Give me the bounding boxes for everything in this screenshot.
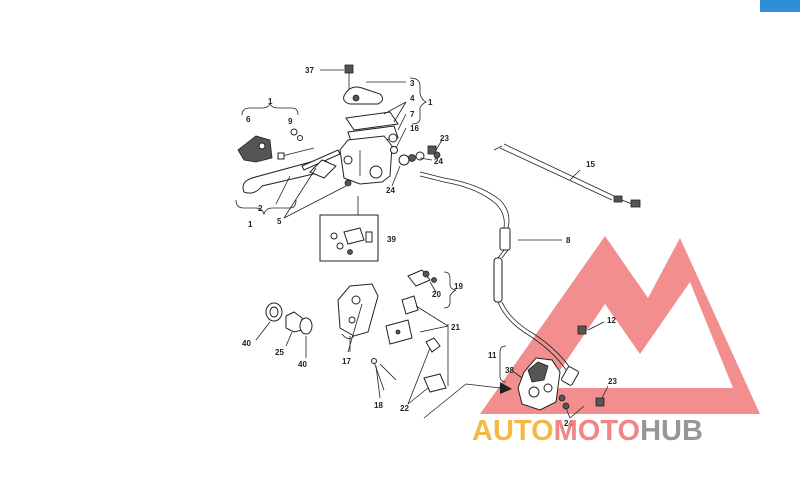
callout-1-top: 1 xyxy=(428,98,433,107)
repair-kit-box xyxy=(319,196,379,262)
brake-caliper xyxy=(423,325,605,419)
callout-24-top: 24 xyxy=(434,157,443,166)
lever-assembly xyxy=(235,103,341,216)
callout-39: 39 xyxy=(387,235,396,244)
watermark-hub: HUB xyxy=(640,415,703,447)
corner-menu-button[interactable] xyxy=(760,0,800,12)
callout-25: 25 xyxy=(275,348,284,357)
svg-text:AUTOMOTOHUB: AUTOMOTOHUB xyxy=(472,415,703,447)
callout-1-left: 1 xyxy=(268,97,273,106)
callout-21: 21 xyxy=(451,323,460,332)
switch-wire xyxy=(493,143,641,208)
callout-3: 3 xyxy=(410,79,415,88)
callout-2: 2 xyxy=(258,204,263,213)
callout-18: 18 xyxy=(374,401,383,410)
caliper-bracket xyxy=(337,283,379,339)
callout-4: 4 xyxy=(410,94,415,103)
callout-5: 5 xyxy=(277,217,282,226)
callout-23-bottom: 23 xyxy=(608,377,617,386)
callout-8: 8 xyxy=(566,236,571,245)
callout-37: 37 xyxy=(305,66,314,75)
banjo-fittings xyxy=(398,145,441,166)
callout-12: 12 xyxy=(607,316,616,325)
callout-24-mid: 24 xyxy=(386,186,395,195)
callout-24-bottom: 24 xyxy=(564,419,573,428)
callout-7: 7 xyxy=(410,110,415,119)
callout-11: 11 xyxy=(488,351,497,360)
master-cylinder xyxy=(320,64,399,187)
callout-20: 20 xyxy=(432,290,441,299)
callout-38: 38 xyxy=(505,366,514,375)
callout-40-right: 40 xyxy=(298,360,307,369)
piston-parts xyxy=(265,302,313,335)
pad-spring-parts xyxy=(407,269,457,309)
callout-6: 6 xyxy=(246,115,251,124)
callout-17: 17 xyxy=(342,357,351,366)
callout-19: 19 xyxy=(454,282,463,291)
pins xyxy=(371,324,449,393)
callout-15: 15 xyxy=(586,160,595,169)
watermark-moto: MOTO xyxy=(554,415,640,447)
callout-labels: 37 3 4 1 1 6 9 7 16 23 24 24 15 2 5 1 39… xyxy=(242,66,617,428)
callout-16: 16 xyxy=(410,124,419,133)
leader-lines xyxy=(255,77,609,419)
brake-pads xyxy=(385,295,419,345)
watermark-auto: AUTO xyxy=(472,415,554,447)
callout-23-top: 23 xyxy=(440,134,449,143)
brake-hose xyxy=(419,171,579,386)
callout-22: 22 xyxy=(400,404,409,413)
callout-9: 9 xyxy=(288,117,293,126)
callout-40-left: 40 xyxy=(242,339,251,348)
callout-1-bottom: 1 xyxy=(248,220,253,229)
watermark-text: AUTOMOTOHUB xyxy=(472,415,703,447)
